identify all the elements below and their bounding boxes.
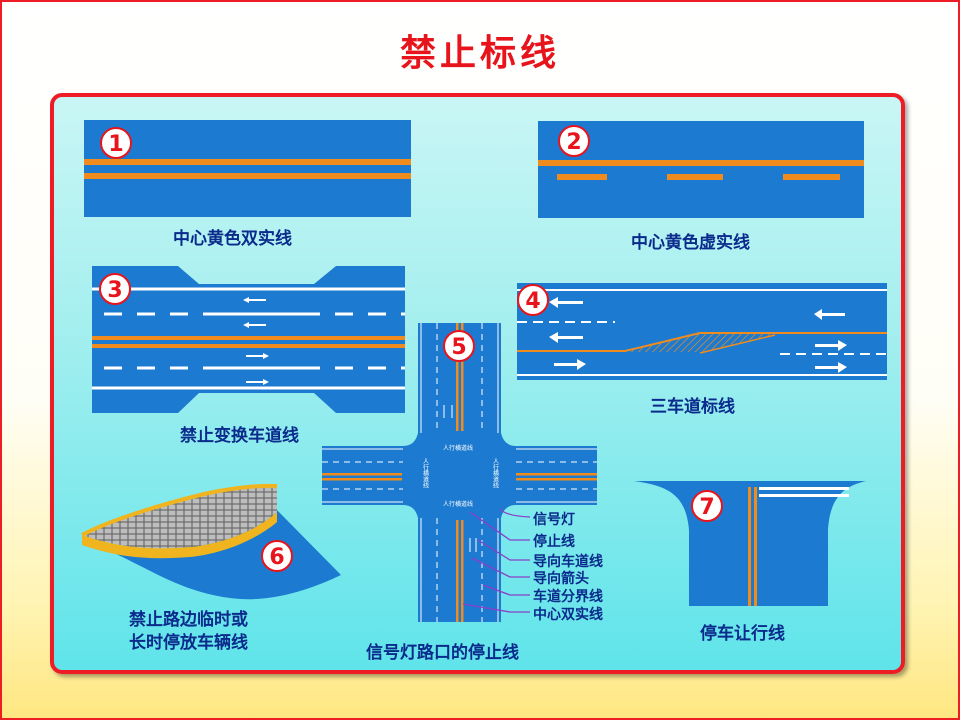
number-2: 2 — [566, 130, 581, 155]
legend-guide-arrow: 导向箭头 — [533, 571, 589, 587]
road-panel-3 — [92, 266, 405, 413]
yield-diagram — [634, 481, 866, 606]
page-title: 禁止标线 — [399, 33, 560, 74]
caption-5: 信号灯路口的停止线 — [366, 643, 519, 663]
number-badge-7 — [691, 490, 723, 522]
legend-signal-light: 信号灯 — [533, 512, 575, 528]
number-badge-6 — [261, 540, 293, 572]
crosswalk-label-west: 人行横道线 — [422, 458, 429, 488]
caption-7: 停车让行线 — [700, 624, 785, 644]
caption-6-line-2: 长时停放车辆线 — [129, 633, 248, 653]
caption-2: 中心黄色虚实线 — [631, 233, 750, 253]
crosswalk-label-north: 人行横道线 — [443, 444, 473, 452]
number-3: 3 — [107, 278, 122, 303]
legend-lane-divider: 车道分界线 — [533, 589, 603, 605]
caption-6: 禁止路边临时或 长时停放车辆线 — [129, 609, 248, 655]
number-badge-1 — [100, 127, 132, 159]
caption-3: 禁止变换车道线 — [180, 426, 299, 446]
caption-4: 三车道标线 — [650, 397, 735, 417]
caption-6-line-1: 禁止路边临时或 — [129, 610, 248, 630]
number-badge-3 — [99, 273, 131, 305]
number-1: 1 — [108, 132, 123, 157]
intersection-diagram: 人行横道线 人行横道线 人行横道线 人行横道线 — [322, 323, 597, 622]
curb-diagram — [81, 483, 341, 600]
number-badge-4 — [517, 284, 549, 316]
road-panel-1 — [84, 120, 411, 217]
number-badge-5 — [443, 330, 475, 362]
number-4: 4 — [525, 289, 540, 314]
crosswalk-label-south: 人行横道线 — [443, 500, 473, 508]
legend-guide-lane-line: 导向车道线 — [533, 554, 603, 570]
road-panel-4 — [517, 283, 887, 380]
legend-stop-line: 停止线 — [533, 534, 575, 550]
number-5: 5 — [451, 335, 466, 360]
caption-1: 中心黄色双实线 — [173, 229, 292, 249]
crosswalk-label-east: 人行横道线 — [492, 458, 499, 488]
number-badge-2 — [558, 125, 590, 157]
number-7: 7 — [699, 495, 714, 520]
number-6: 6 — [269, 545, 284, 570]
legend-center-double-line: 中心双实线 — [533, 607, 603, 623]
road-panel-2 — [538, 121, 864, 218]
